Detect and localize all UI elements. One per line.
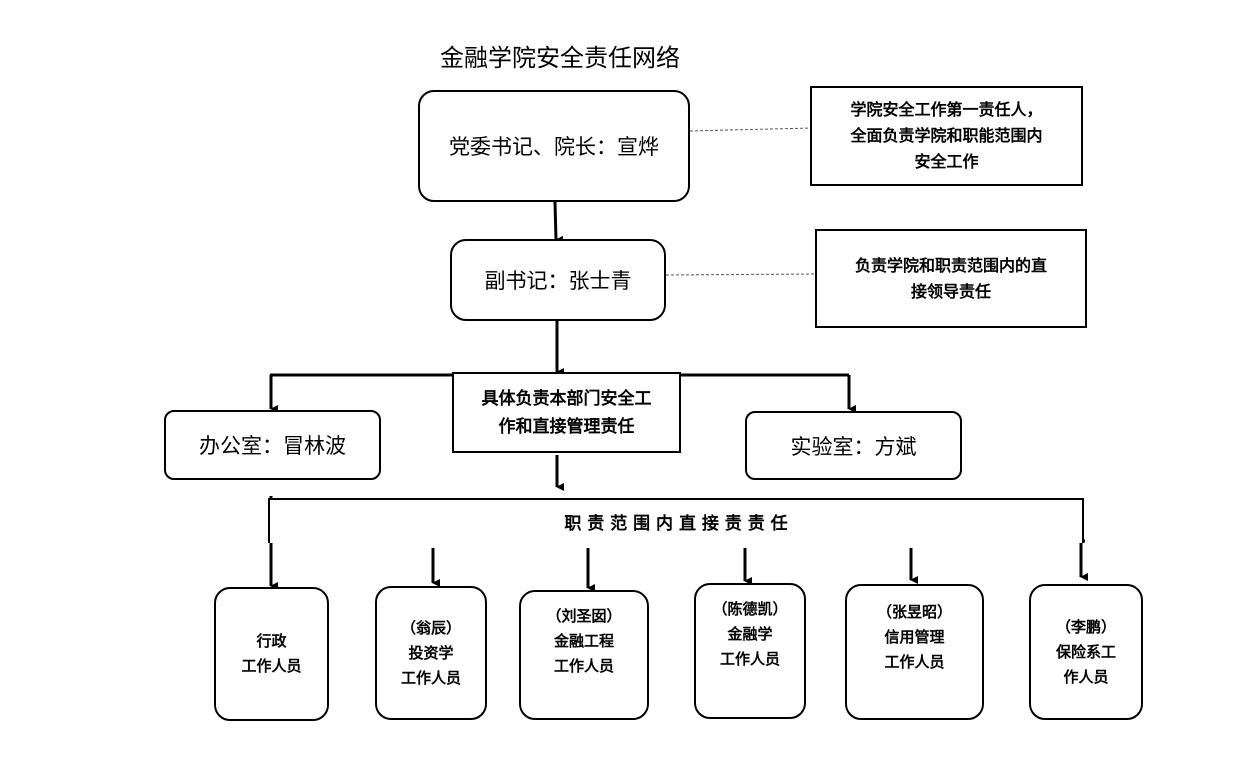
middle-note-box: 具体负责本部门安全工 作和直接管理责任 [452,372,681,453]
dashed-link-head [689,127,812,132]
deputy-note-line-2: 接领导责任 [910,281,991,301]
office-box: 办公室：冒林波 [164,410,381,480]
office-label: 办公室：冒林波 [199,434,346,458]
diagram-title: 金融学院安全责任网络 [440,44,680,72]
head-note-line-1: 学院安全工作第一责任人， [850,100,1043,119]
unit-1-line-2: 工作人员 [241,657,302,675]
unit-2-line-3: 工作人员 [400,668,461,687]
unit-box-finance: （陈德凯） 金融学 工作人员 [694,583,806,719]
unit-box-credit-management: （张昱昭） 信用管理 工作人员 [845,584,984,720]
unit-5-line-3: 工作人员 [884,653,945,671]
head-note-line-2: 全面负责学院和职能范围内 [850,126,1043,145]
unit-5-line-2: 信用管理 [884,628,945,646]
unit-4-line-2: 金融学 [727,625,773,643]
deputy-note-box: 负责学院和职责范围内的直 接领导责任 [815,229,1087,328]
arrow-head-to-deputy [553,201,564,244]
head-label: 党委书记、院长：宣烨 [449,135,659,159]
deputy-box: 副书记：张士青 [450,239,666,321]
unit-4-line-1: （陈德凯） [712,600,788,618]
unit-6-line-1: （李鹏） [1055,617,1116,636]
unit-5-line-1: （张昱昭） [876,603,952,621]
unit-box-financial-engineering: （刘圣囡） 金融工程 工作人员 [519,590,649,720]
deputy-label: 副书记：张士青 [484,269,632,293]
unit-3-line-2: 金融工程 [553,632,614,650]
unit-2-line-1: （翁辰） [400,618,461,637]
middle-note-line-1: 具体负责本部门安全工 [481,388,652,409]
head-note-box: 学院安全工作第一责任人， 全面负责学院和职能范围内 安全工作 [810,86,1083,186]
unit-3-line-1: （刘圣囡） [546,607,622,625]
head-box: 党委书记、院长：宣烨 [418,90,690,202]
unit-box-investment: （翁辰） 投资学 工作人员 [375,586,487,720]
unit-1-line-1: 行政 [256,632,287,650]
responsibility-band: 职 责 范 围 内 直 接 责 责 任 [268,498,1084,543]
lab-label: 实验室：方斌 [790,434,917,459]
lab-box: 实验室：方斌 [745,411,962,480]
unit-6-line-3: 作人员 [1063,667,1109,686]
dashed-link-deputy [665,273,816,276]
head-note-line-3: 安全工作 [914,152,979,171]
unit-box-admin: 行政 工作人员 [214,587,329,721]
unit-3-line-3: 工作人员 [553,657,614,675]
middle-note-line-2: 作和直接管理责任 [498,416,635,437]
unit-6-line-2: 保险系工 [1055,642,1116,661]
unit-4-line-3: 工作人员 [719,650,780,668]
deputy-note-line-1: 负责学院和职责范围内的直 [854,255,1047,275]
unit-2-line-2: 投资学 [408,643,454,662]
band-label: 职 责 范 围 内 直 接 责 责 任 [564,514,788,534]
unit-box-insurance: （李鹏） 保险系工 作人员 [1029,584,1143,720]
